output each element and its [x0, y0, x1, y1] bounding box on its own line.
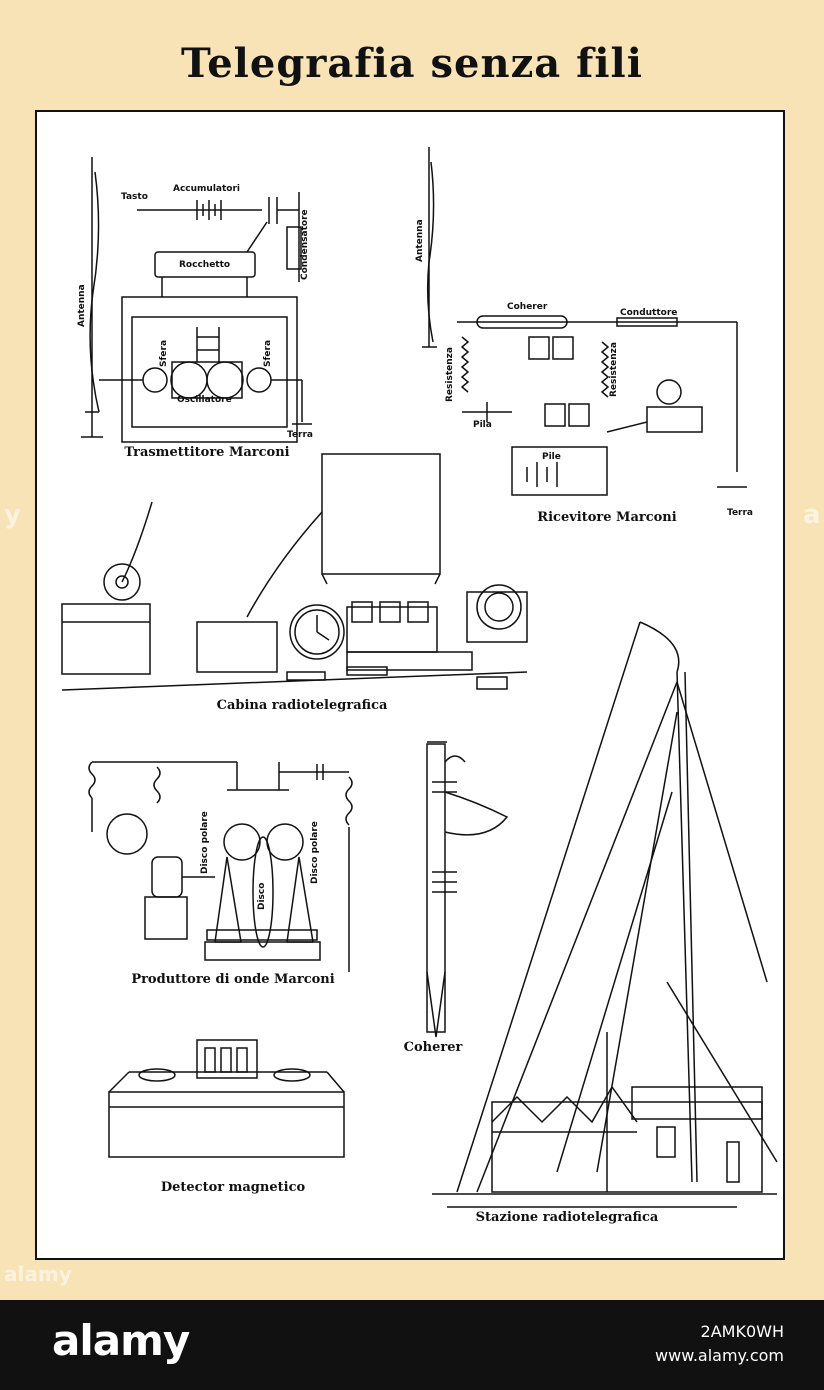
footer-bar: [0, 1300, 824, 1390]
label-conduttore: Conduttore: [620, 308, 678, 318]
label-terra-transmitter: Terra: [287, 430, 313, 440]
cabin-illustration: [61, 453, 528, 691]
caption-receiver: Ricevitore Marconi: [537, 510, 677, 525]
illustration-plate: Tasto Accumulatori Rocchetto Condensator…: [35, 110, 785, 1260]
caption-station: Stazione radiotelegrafica: [475, 1210, 659, 1225]
station-illustration: [432, 621, 778, 1208]
image-id: 2AMK0WH: [700, 1322, 784, 1341]
caption-coherer: Coherer: [403, 1040, 463, 1055]
label-resistenza-left: Resistenza: [445, 347, 455, 402]
detector-illustration: [108, 1039, 345, 1158]
watermark-bottom-left: alamy: [4, 1262, 72, 1286]
label-disco-polare-right: Disco polare: [310, 821, 320, 884]
label-coherer-receiver: Coherer: [507, 302, 548, 312]
label-tasto: Tasto: [121, 192, 148, 202]
alamy-logo: alamy: [52, 1316, 190, 1365]
label-sfera-right: Sfera: [263, 339, 273, 367]
label-disco: Disco: [257, 882, 267, 910]
page-title: Telegrafia senza fili: [181, 40, 643, 87]
caption-cabin: Cabina radiotelegrafica: [216, 698, 388, 713]
transmitter-diagram: [81, 157, 312, 443]
label-terra-receiver: Terra: [727, 508, 753, 518]
watermark-left: y: [4, 500, 21, 530]
wave-producer-illustration: [88, 761, 353, 972]
receiver-diagram: [422, 147, 747, 496]
label-pile: Pile: [542, 452, 561, 462]
coherer-illustration: [426, 741, 509, 1038]
label-pila: Pila: [473, 420, 492, 430]
watermark-right: a: [803, 500, 821, 530]
label-condensatore: Condensatore: [300, 209, 310, 280]
label-disco-polare-left: Disco polare: [200, 811, 210, 874]
label-antenna-receiver: Antenna: [415, 219, 425, 262]
caption-wave-producer: Produttore di onde Marconi: [131, 972, 335, 987]
label-oscillatore: Oscillatore: [177, 395, 232, 405]
site-url: www.alamy.com: [655, 1346, 784, 1365]
engravings: [61, 147, 778, 1208]
caption-detector: Detector magnetico: [160, 1180, 306, 1195]
label-accumulatori: Accumulatori: [173, 184, 240, 194]
label-sfera-left: Sfera: [159, 339, 169, 367]
label-rocchetto: Rocchetto: [179, 260, 231, 270]
label-resistenza-right: Resistenza: [609, 342, 619, 397]
label-antenna-transmitter: Antenna: [77, 284, 87, 327]
caption-transmitter: Trasmettitore Marconi: [124, 445, 290, 460]
